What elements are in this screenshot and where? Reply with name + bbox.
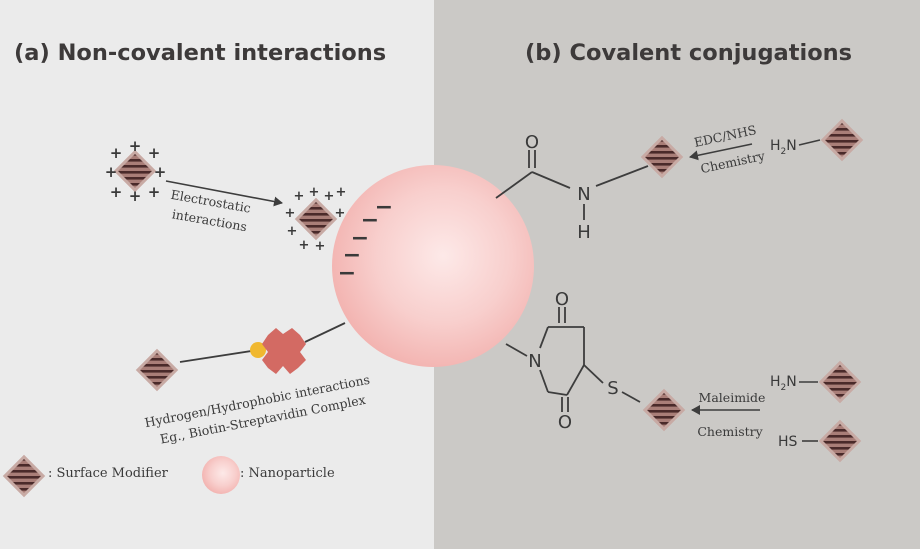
thiol-reagent-label: HS [778,434,798,450]
surface-modifier-icon [820,118,864,162]
amide-bonds [495,150,649,220]
maleimide-label: Maleimide Chemistry [697,390,769,439]
plus-charges: + + + + + + + + [105,137,167,205]
plus-symbol: + [287,224,298,239]
plus-symbol: + [324,189,335,204]
charged-modifier-bound: + + + + + + + + + [285,185,347,254]
legend-nanoparticle-icon [202,456,240,494]
surface-modifier-icon [294,197,338,241]
amine-reagent-label: H2N [770,138,797,157]
minus-symbol: − [361,208,379,233]
minus-symbol: − [375,195,393,220]
maleimide-sulfur: S [607,378,618,399]
plus-symbol: + [148,183,161,201]
plus-symbol: + [129,137,142,155]
hydrophobic-label: Hydrogen/Hydrophobic interactions Eg., B… [143,371,378,449]
edc-arrow [689,143,753,161]
plus-charges: + + + + + + + + + [285,185,347,254]
surface-modifier-icon [818,360,862,404]
maleimide-bonds [505,307,641,412]
panel-b-title: (b) Covalent conjugations [525,40,853,66]
maleimide-nitrogen: N [528,351,541,372]
edc-label-line-1: EDC/NHS [693,122,758,150]
legend-surface-modifier-label: : Surface Modifier [48,466,168,481]
charged-modifier-start: + + + + + + + + [105,137,167,205]
streptavidin-linker-line [304,322,346,343]
plus-symbol: + [129,187,142,205]
legend-nanoparticle-label: : Nanoparticle [240,466,335,481]
plus-symbol: + [110,183,123,201]
maleimide-oxygen-bottom: O [558,412,572,433]
minus-charges: − − − − − [338,195,393,286]
plus-symbol: + [315,239,326,254]
biotin-linker-line [179,349,259,363]
plus-symbol: + [309,185,320,200]
amine-reagent-2-label: H2N [770,374,797,393]
nanoparticle-sphere-icon [332,165,534,367]
plus-symbol: + [336,185,347,200]
plus-symbol: + [299,238,310,253]
plus-symbol: + [294,189,305,204]
minus-symbol: − [351,226,369,251]
legend-modifier-icon [2,454,46,498]
maleimide-oxygen-top: O [555,289,569,310]
maleimide-label-line-1: Maleimide [699,390,766,405]
panel-a-title: (a) Non-covalent interactions [14,40,387,66]
surface-modifier-icon [818,419,862,463]
amide-oxygen: O [525,132,539,153]
electrostatic-label: Electrostatic interactions [166,187,256,235]
surface-modifier-icon [135,348,179,392]
biotin-dot-icon [250,342,266,358]
electrostatic-arrow [165,180,283,207]
plus-symbol: + [285,206,296,221]
surface-modifier-icon [642,388,686,432]
surface-modifier-icon [640,135,684,179]
minus-symbol: − [338,261,356,286]
edc-label-line-2: Chemistry [699,148,767,176]
amide-nitrogen: N [577,184,590,205]
plus-symbol: + [110,144,123,162]
plus-symbol: + [154,163,167,181]
plus-symbol: + [335,206,346,221]
maleimide-label-line-2: Chemistry [697,424,763,439]
streptavidin-cross-icon [262,328,306,374]
plus-symbol: + [105,163,118,181]
amide-hydrogen: H [577,222,591,243]
amine-reagent-bond [798,139,821,146]
plus-symbol: + [148,144,161,162]
minus-symbol: − [343,243,361,268]
